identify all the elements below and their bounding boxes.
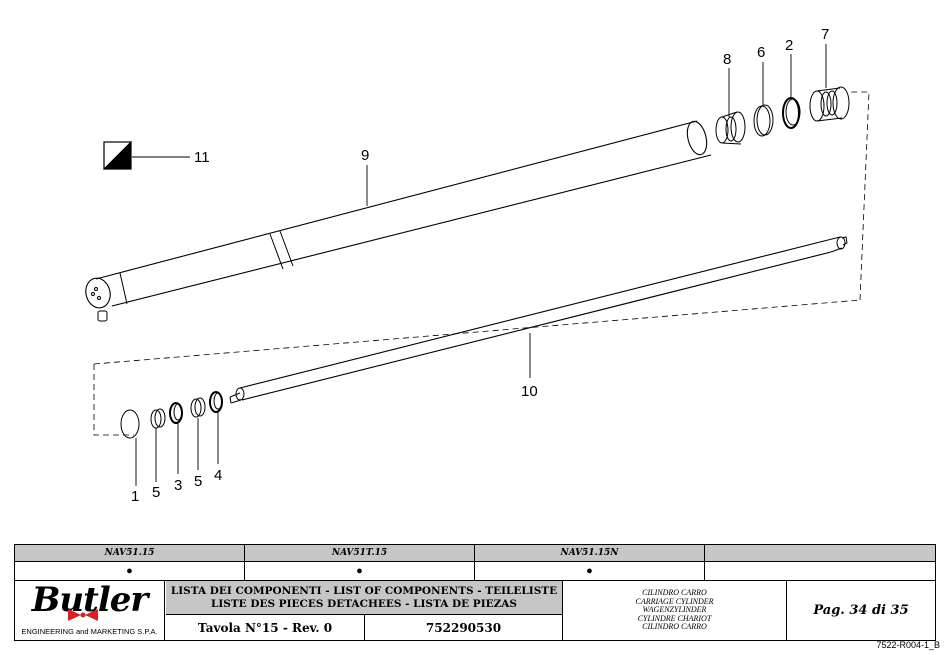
cylinder-barrel [85, 120, 712, 322]
callout-2: 2 [785, 37, 793, 54]
part-description: CILINDRO CARRO CARRIAGE CYLINDER WAGENZY… [563, 581, 787, 640]
page-number: Pag. 34 di 35 [813, 603, 909, 618]
logo-tagline: ENGINEERING and MARKETING S.P.A. [21, 627, 158, 636]
callout-9: 9 [361, 147, 369, 164]
document-reference: 7522-R004-1_B [876, 640, 940, 650]
description-it: CILINDRO CARRO [642, 588, 707, 598]
material-symbol [102, 140, 132, 170]
callout-8: 8 [723, 51, 731, 68]
description-es: CILINDRO CARRO [642, 622, 707, 632]
model-mark-4 [705, 562, 935, 581]
leader-lines [132, 44, 827, 486]
description-de: WAGENZYLINDER [642, 605, 707, 615]
callout-1: 1 [131, 488, 139, 505]
callout-3: 3 [174, 477, 182, 494]
model-header-2: NAV51T.15 [245, 545, 475, 562]
exploded-drawing: 1 2 3 4 5 5 6 7 8 9 10 11 [85, 26, 870, 505]
logo-wordmark: Butler [31, 580, 149, 620]
model-header-1: NAV51.15 [15, 545, 245, 562]
model-header-3: NAV51.15N [475, 545, 705, 562]
callout-5a: 5 [152, 484, 160, 501]
title-block [14, 544, 936, 641]
model-mark-3: ● [475, 562, 705, 581]
callout-11: 11 [194, 149, 210, 166]
logo: Butler ENGINEERING and MARKETING S.P.A. [15, 581, 165, 640]
callout-6: 6 [757, 44, 765, 61]
description-fr: CYLINDRE CHARIOT [637, 613, 712, 623]
list-title: LISTA DEI COMPONENTI - LIST OF COMPONENT… [166, 581, 563, 615]
piston-rod [229, 236, 848, 404]
logo-bowtie-icon [67, 609, 98, 621]
model-header-4 [705, 545, 935, 562]
part-code: 752290530 [365, 615, 563, 640]
list-title-line1: LISTA DEI COMPONENTI - LIST OF COMPONENT… [170, 584, 558, 597]
model-mark-2: ● [245, 562, 475, 581]
model-mark-1: ● [15, 562, 245, 581]
callout-7: 7 [821, 26, 829, 43]
piston-head-parts [715, 86, 850, 145]
table-revision: Tavola N°15 - Rev. 0 [166, 615, 365, 640]
seal-rings [120, 391, 223, 439]
assembly-dash-line [93, 91, 870, 436]
callout-4: 4 [214, 467, 222, 484]
list-title-line2: LISTE DES PIECES DETACHEES - LISTA DE PI… [210, 597, 518, 610]
callout-10: 10 [521, 383, 538, 400]
description-en: CARRIAGE CYLINDER [635, 596, 714, 606]
callout-5b: 5 [194, 473, 202, 490]
